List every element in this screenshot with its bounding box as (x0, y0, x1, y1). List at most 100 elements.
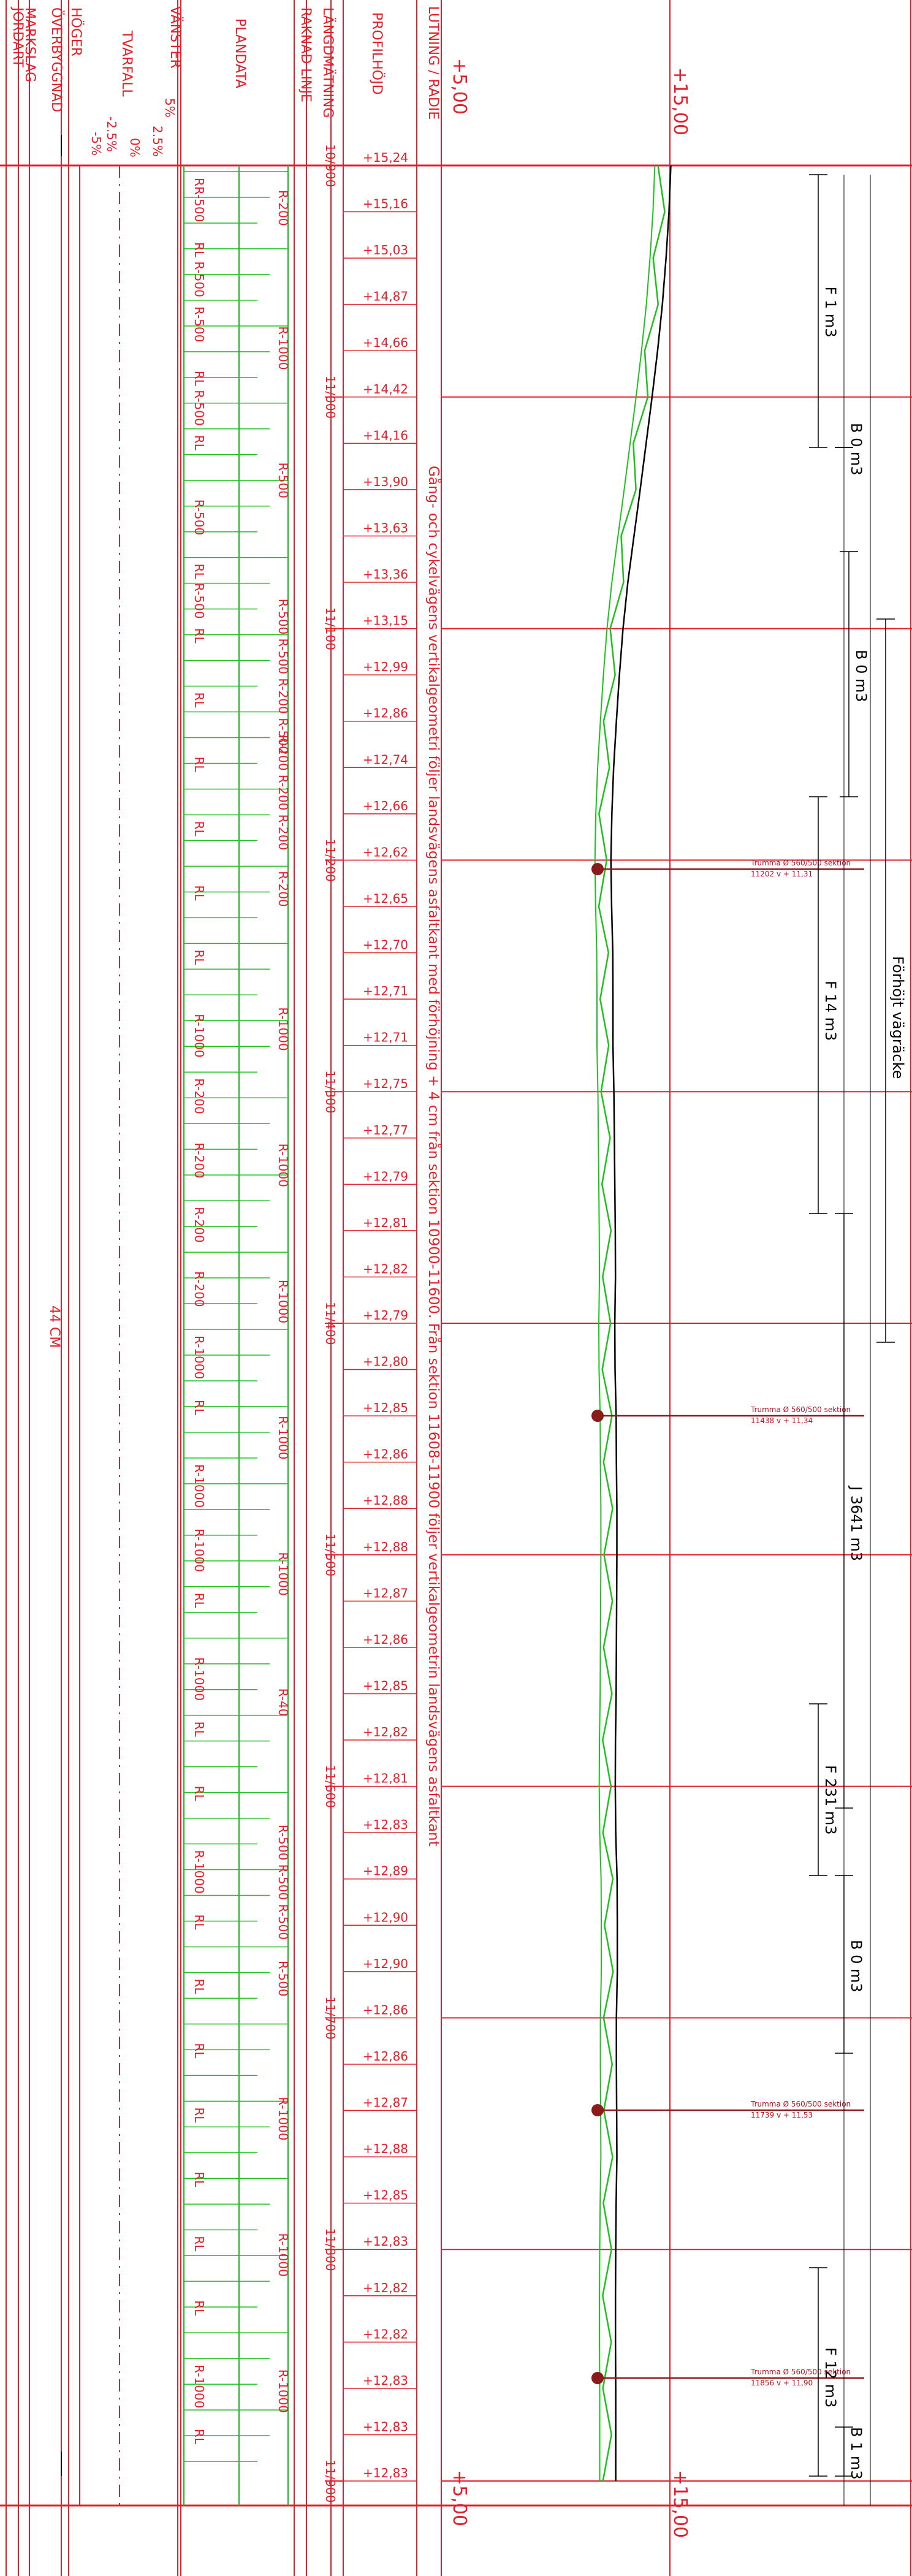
crossfall-2-5: 2.5% (150, 126, 165, 157)
header-vanster: VÄNSTER (167, 6, 183, 69)
height-label: +12,83 (363, 2234, 408, 2249)
header-markslag: MARKSLAG (22, 7, 37, 82)
height-label: +12,86 (363, 2049, 408, 2064)
column-headers: JORDART MARKSLAG ÖVERBYGGNAD HÖGER TVARF… (10, 6, 691, 2538)
station-label: 10/900 (323, 144, 338, 187)
height-label: +12,77 (363, 1123, 408, 1138)
height-label: +12,87 (363, 1586, 408, 1600)
profile-curves (594, 165, 672, 2482)
plan-label-right: R-1000 (276, 1416, 291, 1459)
plan-label-right: R-500 (276, 1961, 291, 1996)
plan-label-left: RL (192, 1915, 207, 1931)
elevation-label-bottom-15: +15,00 (669, 2470, 691, 2538)
height-label: +12,82 (363, 2327, 408, 2341)
plan-label-right: R-1000 (276, 1007, 291, 1051)
height-label: +12,83 (363, 2466, 408, 2480)
plan-label-left: R-1000 (192, 1657, 207, 1701)
plan-label-right: R-1000 (276, 2233, 291, 2277)
plan-label-left: RL (192, 1593, 207, 1609)
plan-label-left: RL (192, 949, 207, 965)
plan-label-left: R-500 (192, 500, 207, 535)
header-jordart: JORDART (10, 6, 25, 67)
height-label: +12,86 (363, 1447, 408, 1462)
plan-label-left: R-200 (192, 1271, 207, 1307)
height-label: +12,65 (363, 891, 408, 906)
height-label: +12,70 (363, 938, 408, 952)
volume-label: B 0 m3 (848, 423, 865, 476)
elevation-label-top-5: +5,00 (449, 58, 470, 115)
crossfall-0: 0% (127, 138, 142, 158)
plandata-geometry (183, 165, 289, 2506)
height-label: +12,86 (363, 1632, 408, 1647)
profile-line-green (598, 165, 666, 2482)
culvert-label: Trumma Ø 560/500 sektion (750, 1405, 851, 1414)
culvert-sub: 11856 v + 11,90 (751, 2379, 813, 2387)
volume-label: F 14 m3 (822, 981, 839, 1041)
height-label: +15,03 (363, 243, 408, 257)
plan-label-right: R-1000 (276, 2097, 291, 2140)
station-label: 11/500 (323, 1533, 338, 1576)
height-label: +12,66 (363, 799, 408, 813)
height-label: +14,87 (363, 289, 408, 304)
station-label: 11/900 (323, 2460, 338, 2502)
volume-label: B 0 m3 (848, 1940, 865, 1993)
height-label: +12,79 (363, 1308, 408, 1323)
volume-label: F 1 m3 (822, 287, 839, 338)
height-label: +12,71 (363, 1030, 408, 1045)
plan-label-left: RL (192, 757, 207, 773)
plan-label-left: RL (192, 693, 207, 709)
height-label: +12,81 (363, 1771, 408, 1786)
station-label: 11/800 (323, 2228, 338, 2271)
height-label: +15,16 (363, 197, 408, 211)
plan-label-left: RL (192, 1722, 207, 1738)
culvert-label: Trumma Ø 560/500 sektion (750, 2368, 851, 2376)
profile-line-black (610, 165, 672, 2481)
plan-label-left: R-200 (192, 1142, 207, 1178)
plan-label-left: RL (192, 1400, 207, 1416)
plan-label-right: R-200 (276, 871, 291, 906)
volume-annotations: F 1 m3 B 0 m3 B 0 m3 F 14 m3 Förhöjt vägräck… (809, 174, 906, 2506)
volume-label: Förhöjt vägräcke (889, 956, 906, 1079)
profile-line-green-2 (594, 165, 656, 2481)
height-label: +13,36 (363, 567, 408, 582)
culvert-marker (591, 1410, 604, 1422)
plan-label-left: RL (192, 1786, 207, 1802)
plan-label-left: RL (192, 2171, 207, 2187)
plan-label-right: R-40 (276, 1689, 291, 1717)
height-label: +14,66 (363, 335, 408, 350)
plan-label-left: R-500 (192, 306, 207, 342)
plan-label-right: R-1000 (276, 1552, 291, 1595)
height-label: +12,81 (363, 1215, 408, 1230)
volume-label: B 1 m3 (848, 2427, 865, 2480)
plan-label-left: RL (192, 628, 207, 644)
plan-label-left: RL (192, 1978, 207, 1994)
plan-label-right: R-500 R-500 R-200 R-500 (276, 599, 291, 754)
culvert-sub: 11739 v + 11,53 (751, 2111, 813, 2119)
culvert-marker (591, 2372, 604, 2384)
plan-label-left: R-1000 (192, 2365, 207, 2408)
plan-label-left: R-1000 (192, 1850, 207, 1894)
plan-label-left: RL R-500 (192, 564, 207, 619)
height-label: +12,80 (363, 1354, 408, 1369)
plan-label-left: R-200 (192, 1078, 207, 1114)
height-label: +14,16 (363, 428, 408, 443)
height-label: +12,83 (363, 2419, 408, 2434)
height-label: +12,88 (363, 1540, 408, 1554)
height-label: +12,62 (363, 845, 408, 859)
plan-label-right: R-500 R-500 R-500 (276, 1825, 291, 1940)
plan-label-left: RR-500 (192, 178, 207, 222)
station-label: 11/400 (323, 1302, 338, 1345)
station-label: 11/600 (323, 1765, 338, 1808)
height-label: +12,88 (363, 1493, 408, 1508)
height-label: +13,15 (363, 614, 408, 628)
plan-label-left: RL (192, 2043, 207, 2059)
crossfall-neg-2-5: -2.5% (104, 116, 119, 152)
height-label: +12,89 (363, 1864, 408, 1879)
height-label: +12,83 (363, 2373, 408, 2388)
station-label: 11/000 (323, 376, 338, 419)
plan-label-left: R-1000 (192, 1335, 207, 1379)
station-label: 11/100 (323, 607, 338, 650)
header-hoger: HÖGER (68, 7, 84, 56)
plan-label-left: RL (192, 2429, 207, 2445)
